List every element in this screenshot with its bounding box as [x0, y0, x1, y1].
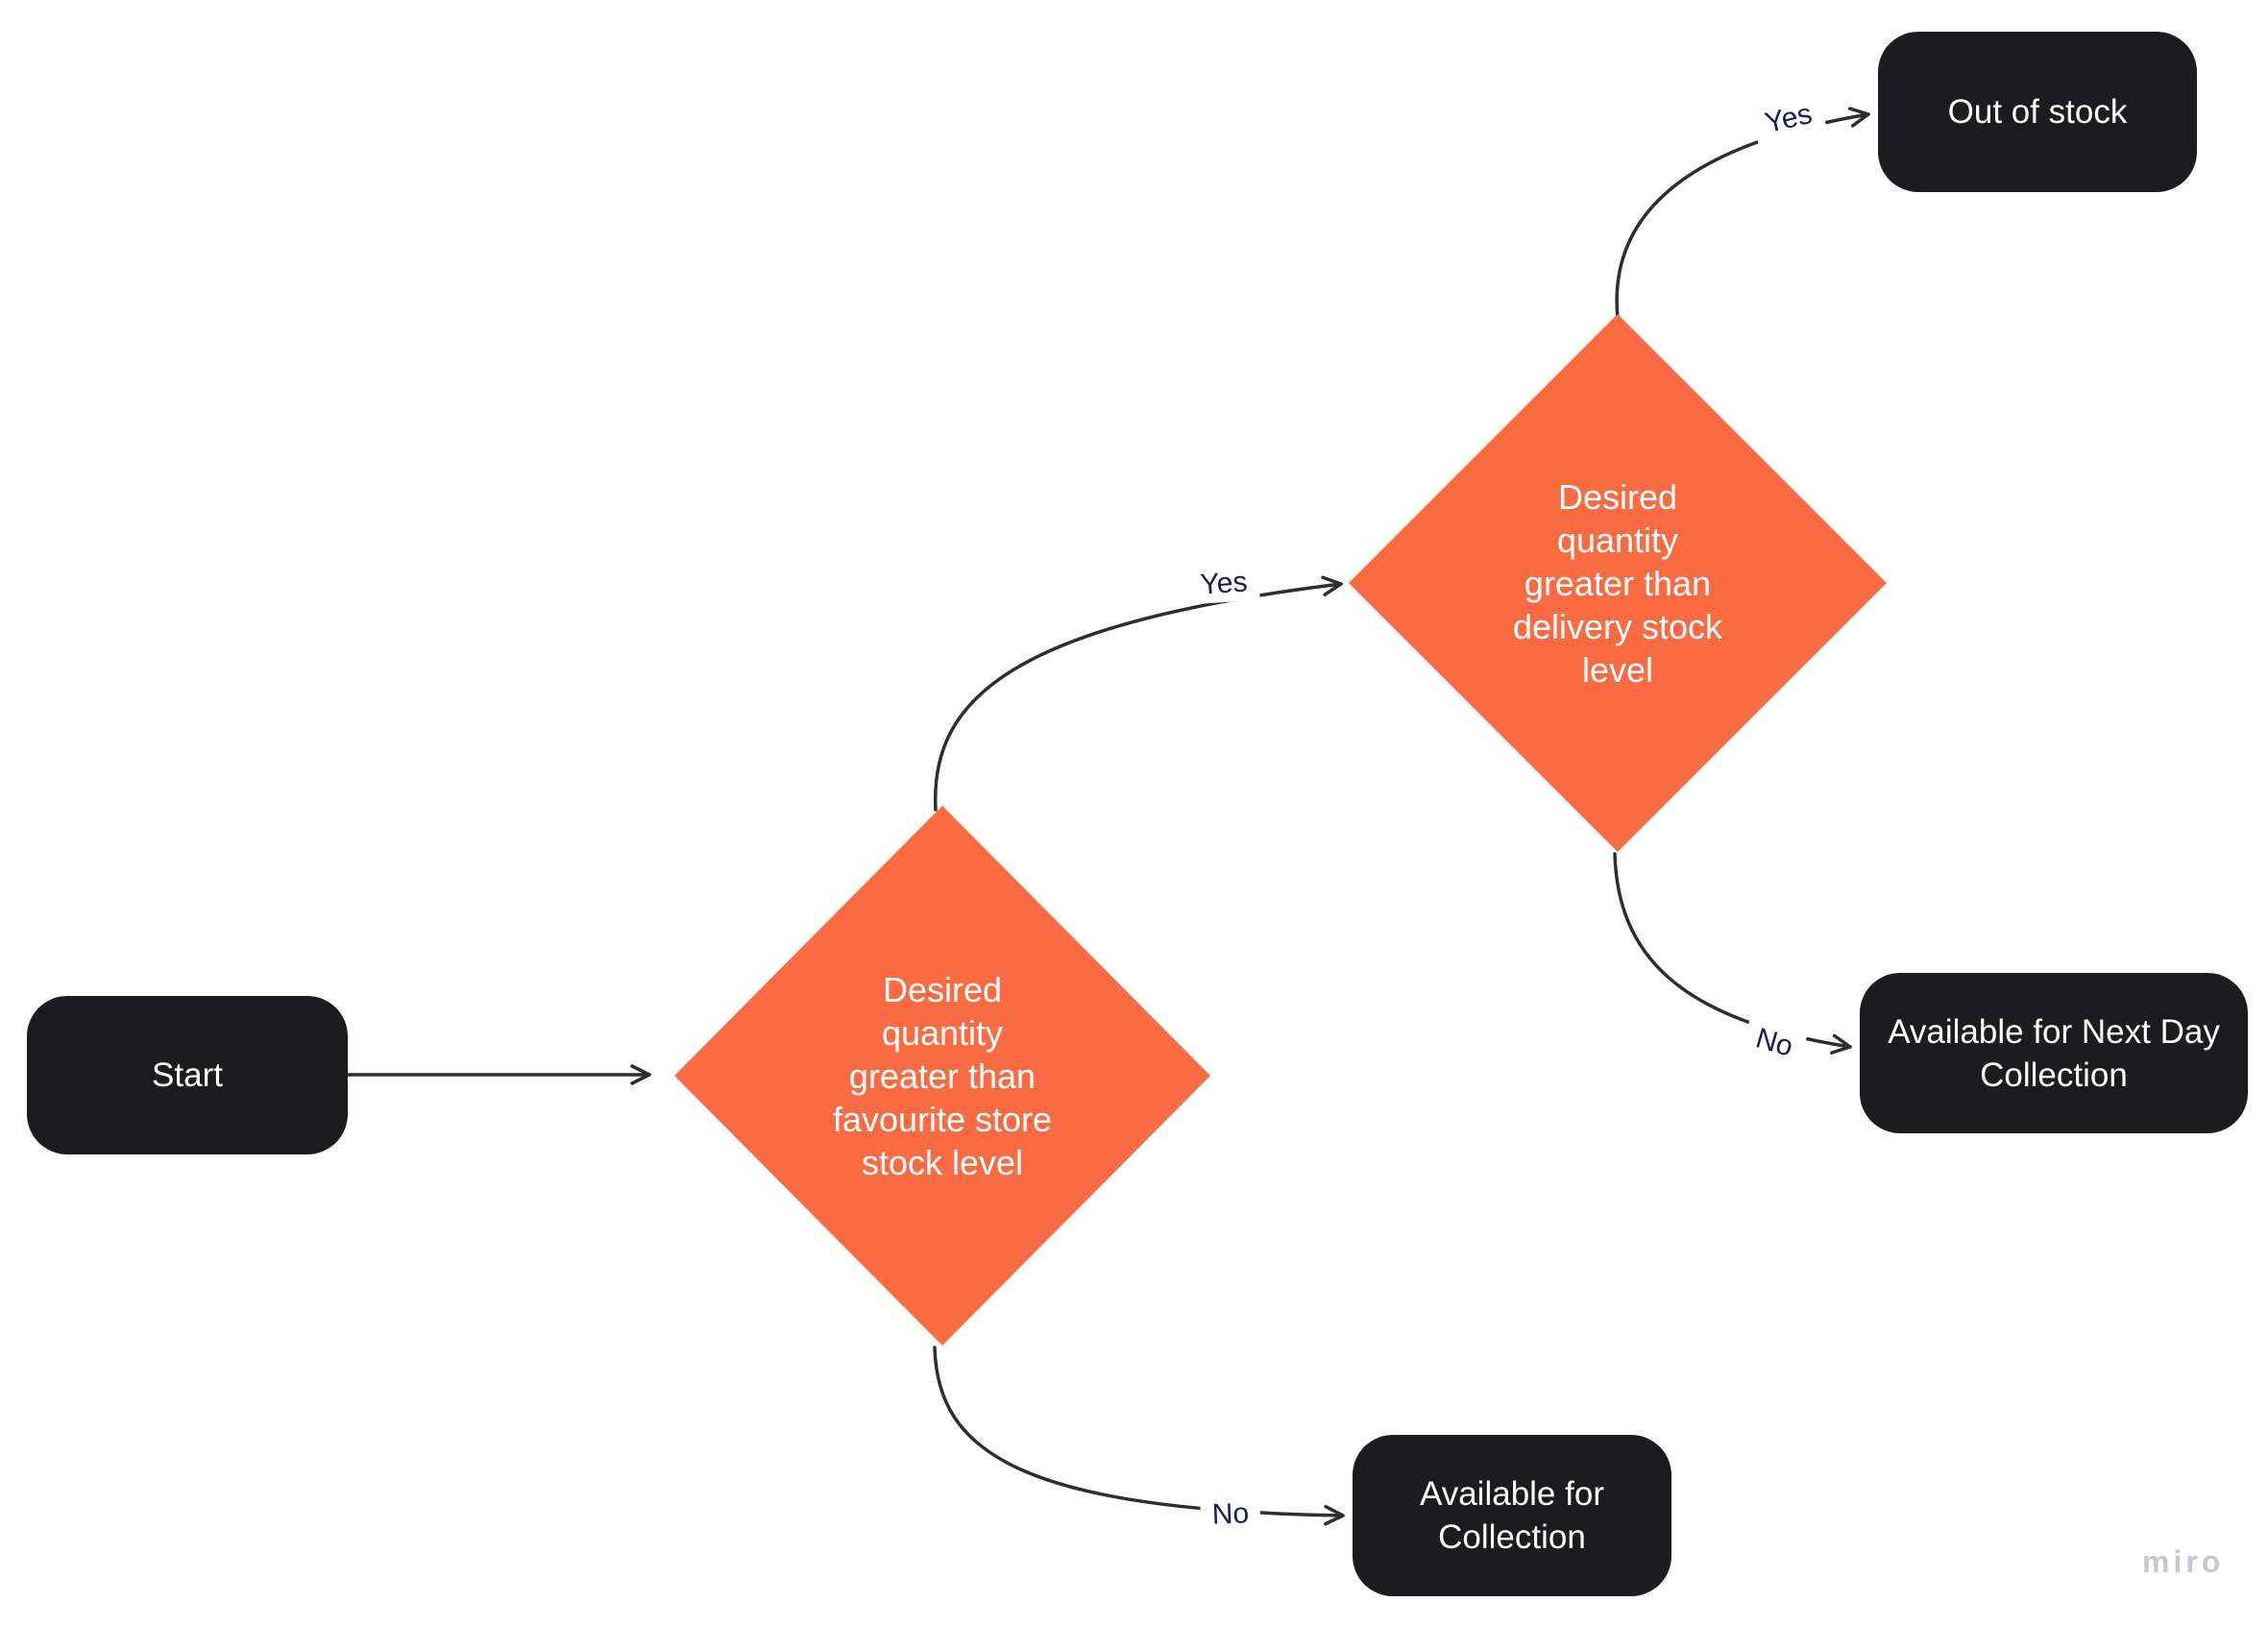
edge-label-favourite-no[interactable]: No [1200, 1494, 1261, 1535]
node-start[interactable]: Start [27, 996, 348, 1154]
node-next-day-collection[interactable]: Available for Next Day Collection [1860, 973, 2248, 1133]
edge-label-favourite-yes[interactable]: Yes [1187, 563, 1260, 605]
node-available-collection-label: Available for Collection [1420, 1475, 1604, 1556]
edge-decision-favourite-yes[interactable] [933, 575, 1343, 812]
edge-decision-delivery-no[interactable] [1613, 852, 1852, 1055]
node-start-label: Start [152, 1056, 223, 1094]
edge-decision-delivery-yes[interactable] [1615, 107, 1870, 320]
node-decision-delivery-label: Desired quantity greater than delivery s… [1512, 476, 1723, 690]
node-out-of-stock-label: Out of stock [1947, 93, 2128, 131]
node-out-of-stock[interactable]: Out of stock [1878, 32, 2197, 192]
miro-watermark: miro [2142, 1544, 2225, 1579]
node-decision-favourite-store-label: Desired quantity greater than favourite … [832, 969, 1053, 1182]
edge-decision-favourite-no[interactable] [933, 1346, 1345, 1526]
node-available-collection[interactable]: Available for Collection [1353, 1435, 1671, 1596]
node-next-day-collection-label: Available for Next Day Collection [1888, 1012, 2220, 1094]
